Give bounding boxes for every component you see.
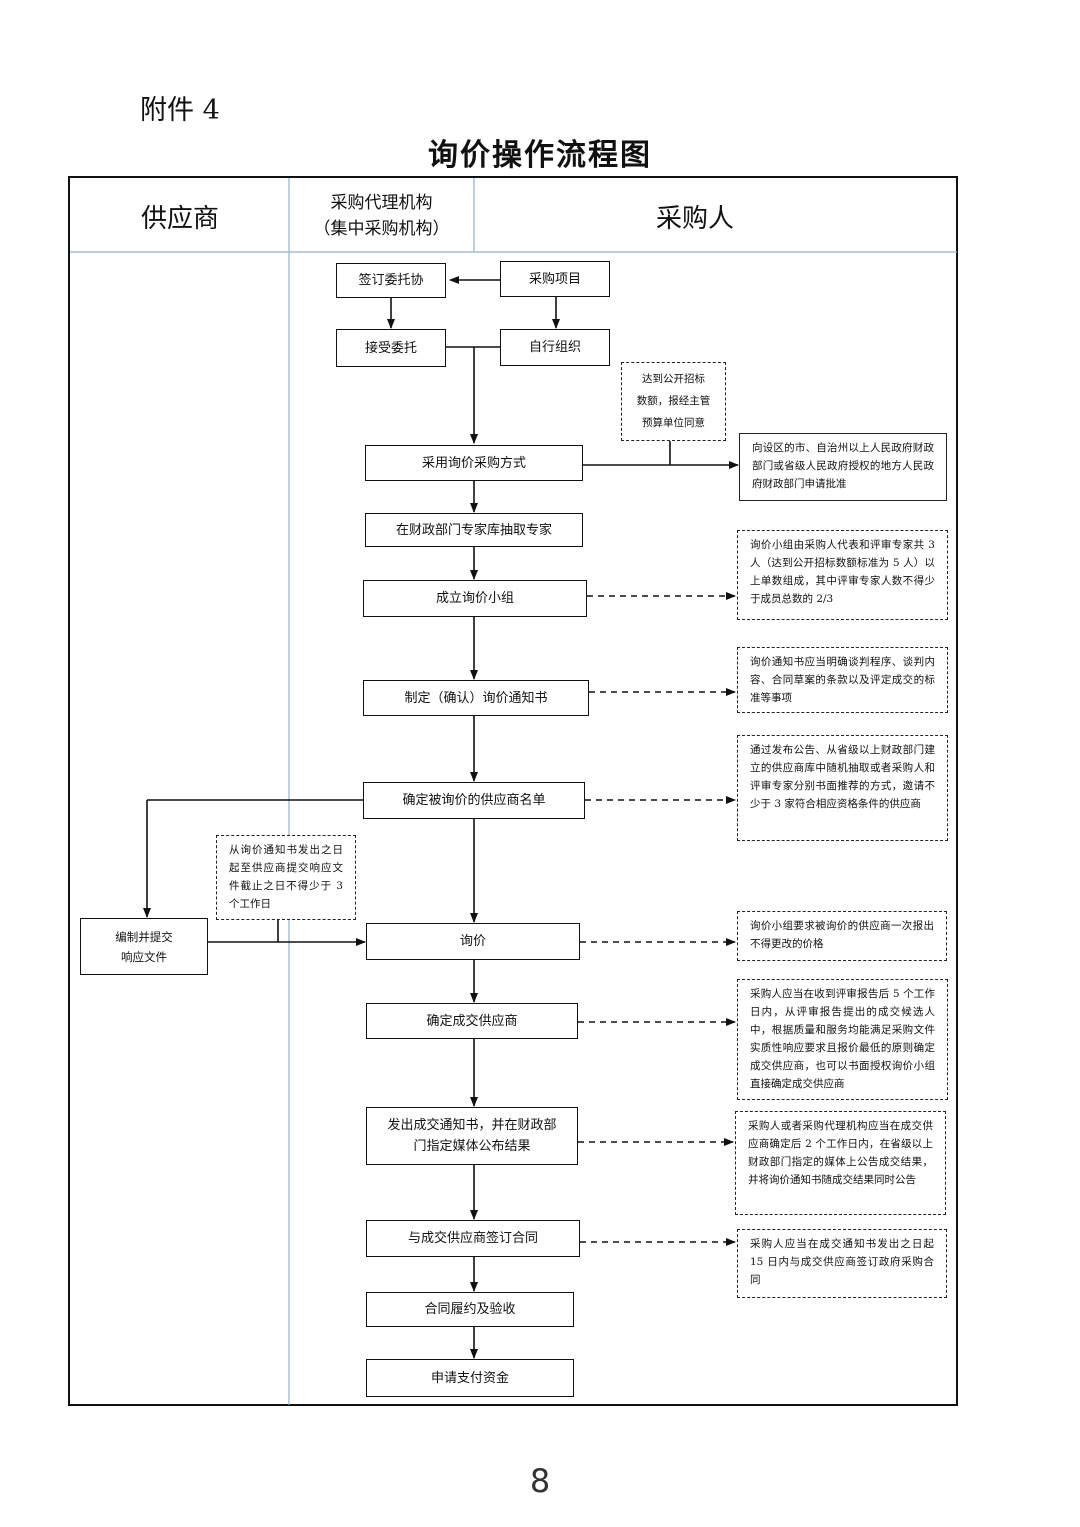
step-purchase-project: 采购项目 (500, 261, 610, 297)
note-approval: 向设区的市、自治州以上人民政府财政部门或省级人民政府授权的地方人民政府财政部门申… (739, 433, 947, 501)
note-confirm: 采购人应当在收到评审报告后 5 个工作日内，从评审报告提出的成交候选人中，根据质… (737, 979, 948, 1100)
step-issue-notice: 发出成交通知书，并在财政部 门指定媒体公布结果 (366, 1107, 578, 1165)
note-threshold-line1: 达到公开招标 (642, 373, 705, 385)
lane-agency-title: 采购代理机构 (330, 193, 433, 213)
note-notice: 询价通知书应当明确谈判程序、谈判内容、合同草案的条款以及评定成交的标准等事项 (737, 647, 948, 713)
note-quote-once: 询价小组要求被询价的供应商一次报出不得更改的价格 (737, 911, 947, 961)
step-sign-entrust: 签订委托协 (336, 263, 446, 298)
step-inquiry: 询价 (366, 923, 580, 960)
step-form-group: 成立询价小组 (363, 580, 587, 617)
note-contract: 采购人应当在成交通知书发出之日起 15 日内与成交供应商签订政府采购合同 (737, 1229, 947, 1298)
lane-purchaser-header: 采购人 (655, 204, 734, 234)
step-fulfil-contract: 合同履约及验收 (366, 1292, 574, 1327)
step-self-organize: 自行组织 (500, 329, 610, 366)
note-announce: 采购人或者采购代理机构应当在成交供应商确定后 2 个工作日内，在省级以上财政部门… (735, 1111, 946, 1215)
step-extract-experts: 在财政部门专家库抽取专家 (365, 513, 583, 547)
note-deadline: 从询价通知书发出之日起至供应商提交响应文件截止之日不得少于 3 个工作日 (216, 835, 356, 920)
page-number: 8 (529, 1462, 551, 1500)
note-threshold: 达到公开招标 数额，报经主管 预算单位同意 (621, 362, 726, 441)
step-adopt-method: 采用询价采购方式 (365, 445, 583, 481)
step-make-notice: 制定（确认）询价通知书 (363, 680, 589, 716)
lane-supplier-header: 供应商 (140, 204, 219, 234)
flowchart-frame (68, 176, 958, 1406)
step-determine-list: 确定被询价的供应商名单 (363, 782, 585, 819)
step-sign-contract: 与成交供应商签订合同 (366, 1220, 580, 1257)
note-threshold-line3: 预算单位同意 (642, 417, 705, 429)
step-prepare-response-line1: 编制并提交 (115, 929, 173, 944)
note-threshold-line2: 数额，报经主管 (636, 395, 711, 407)
step-apply-payment: 申请支付资金 (366, 1359, 574, 1397)
step-prepare-response: 编制并提交 响应文件 (80, 918, 208, 975)
page-title: 询价操作流程图 (428, 138, 652, 173)
step-accept-entrust: 接受委托 (336, 329, 446, 367)
lane-agency-subtitle: （集中采购机构） (313, 219, 450, 239)
note-list: 通过发布公告、从省级以上财政部门建立的供应商库中随机抽取或者采购人和评审专家分别… (737, 735, 948, 841)
step-determine-supplier: 确定成交供应商 (366, 1003, 578, 1039)
lane-agency-header: 采购代理机构 （集中采购机构） (290, 190, 473, 242)
step-prepare-response-line2: 响应文件 (121, 949, 167, 964)
attachment-label: 附件 4 (140, 95, 220, 126)
step-issue-notice-line1: 发出成交通知书，并在财政部 (387, 1118, 557, 1133)
note-group: 询价小组由采购人代表和评审专家共 3 人（达到公开招标数额标准为 5 人）以上单… (737, 530, 948, 620)
step-issue-notice-line2: 门指定媒体公布结果 (413, 1139, 531, 1154)
